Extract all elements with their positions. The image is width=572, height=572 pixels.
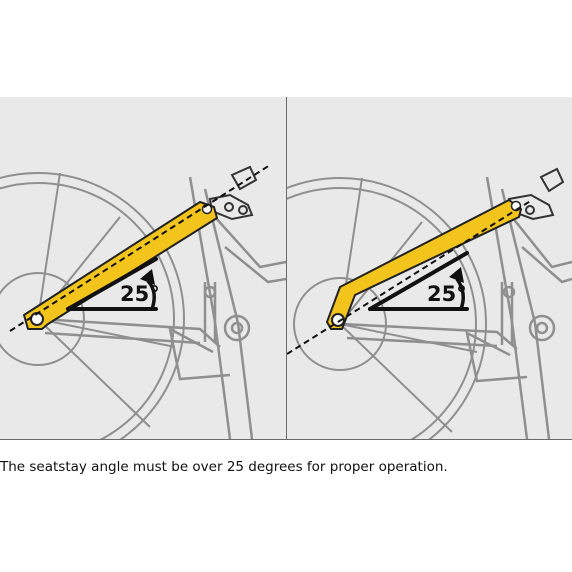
seatstay-axis-dashed-line — [287, 199, 533, 355]
panel-left-angled-seatstay: 25° — [0, 97, 286, 439]
figure-bottom-rule — [0, 439, 572, 440]
angle-indicator — [368, 251, 469, 311]
angle-arc-arrow — [455, 277, 465, 310]
rear-wheel — [0, 172, 185, 439]
rear-axle-pivot — [331, 313, 345, 327]
angle-label-right: 25° — [427, 282, 467, 306]
seatstay-axis-dashed-line — [9, 164, 271, 332]
angle-arrow-head — [140, 269, 155, 285]
right-bike-drawing: 25° — [287, 167, 572, 439]
panel-divider — [286, 97, 287, 439]
shock-linkage — [208, 165, 258, 221]
left-bike-drawing: 25° — [0, 164, 286, 439]
angle-indicator — [66, 257, 158, 311]
seatstay-angle-figure: 25° — [0, 97, 572, 439]
figure-caption: The seatstay angle must be over 25 degre… — [0, 459, 448, 475]
angle-arc-arrow — [146, 279, 156, 310]
seatstay-member — [326, 199, 522, 330]
angle-arrow-head — [449, 267, 464, 283]
panel-right-curved-seatstay: 25° — [287, 97, 572, 439]
angle-label-left: 25° — [120, 282, 160, 306]
rear-wheel — [287, 177, 487, 439]
